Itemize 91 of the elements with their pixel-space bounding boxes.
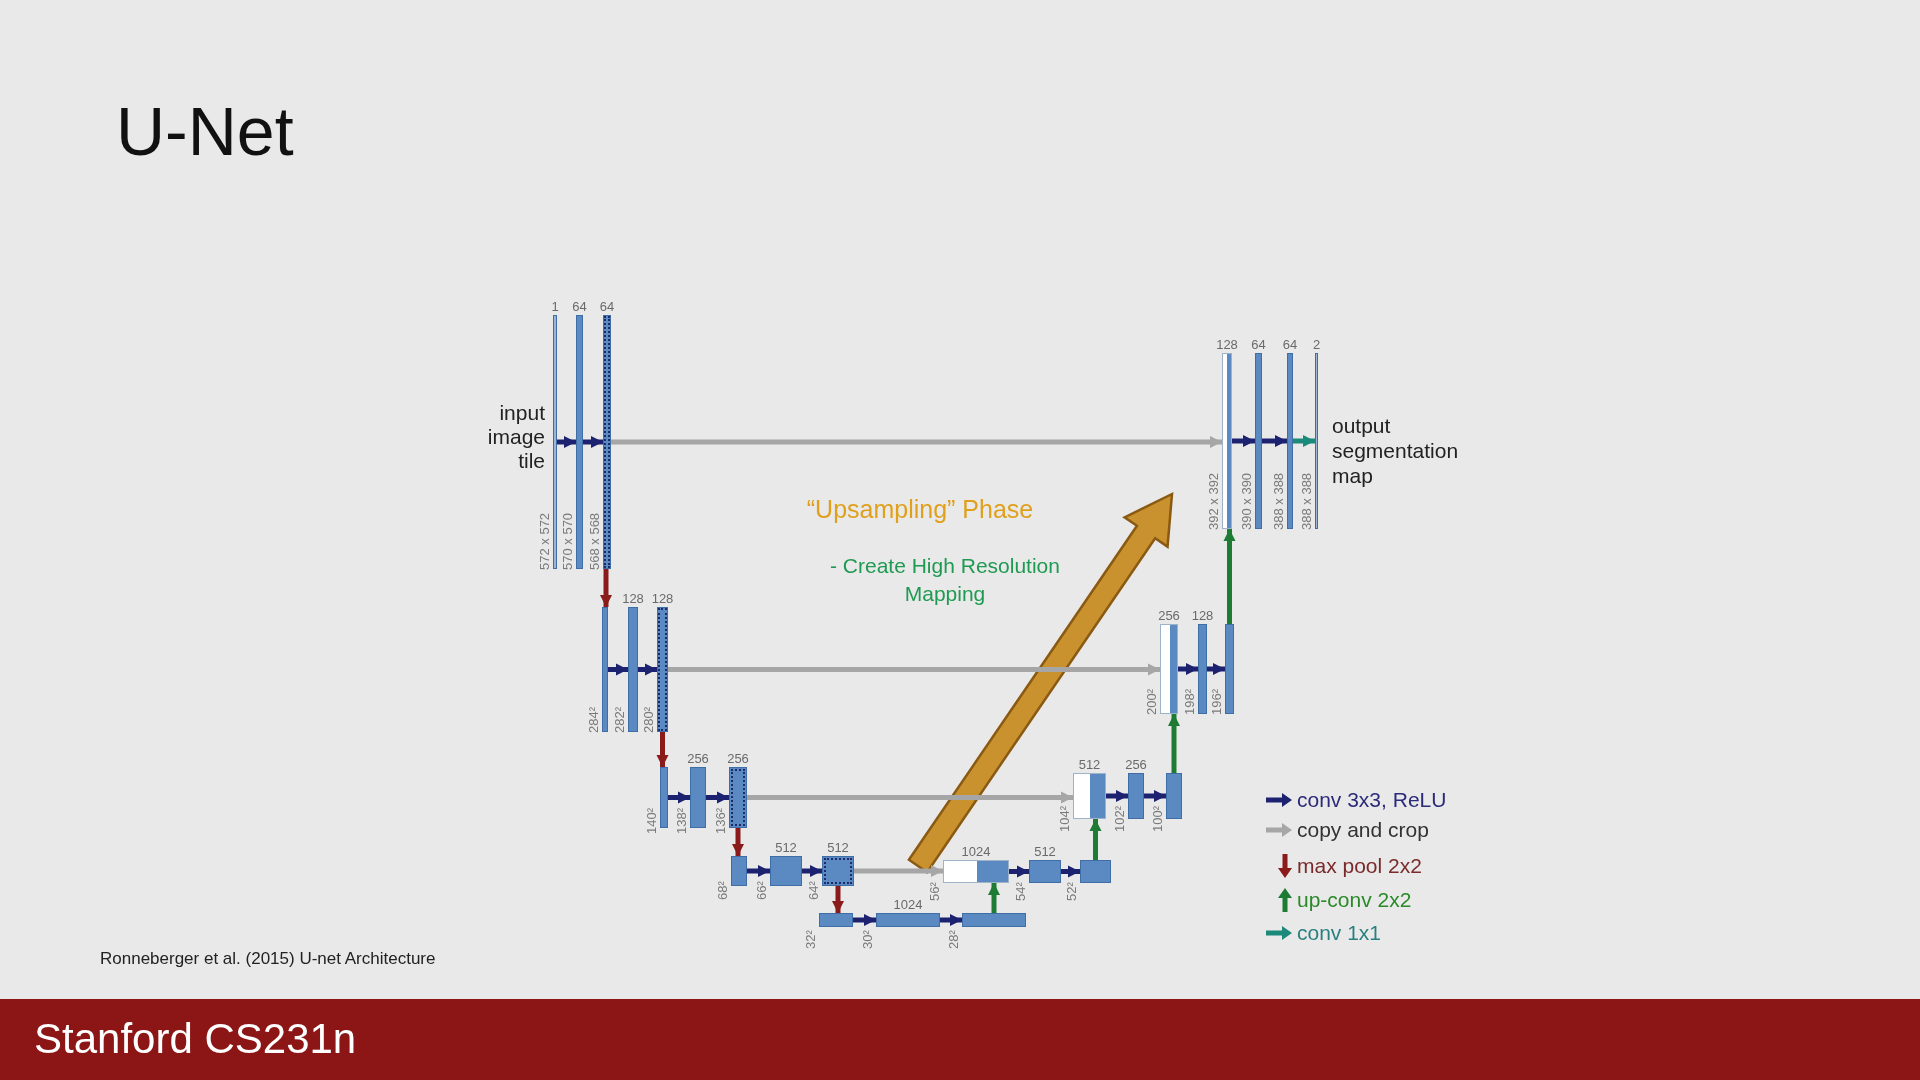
size-label: 138² xyxy=(675,807,689,834)
arrow xyxy=(747,791,1073,804)
size-label: 52² xyxy=(1065,881,1079,901)
size-label: 64² xyxy=(807,881,821,900)
size-label: 56² xyxy=(928,881,942,901)
channel-count: 64 xyxy=(599,300,615,314)
size-label: 140² xyxy=(645,807,659,834)
size-label: 54² xyxy=(1014,881,1028,901)
channel-count: 1024 xyxy=(893,898,923,912)
phase-heading: “Upsampling” Phase xyxy=(805,494,1035,524)
arrow xyxy=(600,569,612,607)
arrow xyxy=(1106,790,1128,802)
arrow xyxy=(638,663,657,676)
channel-count: 256 xyxy=(727,752,749,766)
size-label: 568 x 568 xyxy=(588,512,602,570)
channel-count: 128 xyxy=(651,592,674,606)
input-label: input image tile xyxy=(486,401,545,473)
size-label: 392 x 392 xyxy=(1207,472,1221,530)
size-label: 28² xyxy=(947,930,961,949)
arrow xyxy=(656,732,669,767)
arrow xyxy=(668,791,690,804)
size-label: 200² xyxy=(1145,688,1159,715)
size-label: 68² xyxy=(716,881,730,900)
channel-count: 512 xyxy=(1034,845,1056,859)
channel-count: 512 xyxy=(775,841,797,855)
size-label: 284² xyxy=(587,706,601,733)
arrow xyxy=(988,883,1000,913)
channel-count: 256 xyxy=(1125,758,1147,772)
arrow xyxy=(747,865,770,877)
size-label: 388 x 388 xyxy=(1272,472,1286,530)
arrow xyxy=(608,663,628,676)
channel-count: 128 xyxy=(622,592,644,606)
size-label: 280² xyxy=(642,706,656,733)
arrow xyxy=(1178,663,1198,675)
arrow xyxy=(854,865,943,877)
size-label: 30² xyxy=(861,930,875,949)
channel-count: 512 xyxy=(1078,758,1101,772)
size-label: 66² xyxy=(755,881,769,900)
arrow xyxy=(1168,714,1180,773)
size-label: 100² xyxy=(1151,805,1165,832)
channel-count: 64 xyxy=(1251,338,1266,352)
channel-count: 64 xyxy=(1282,338,1298,352)
size-label: 572 x 572 xyxy=(538,512,552,570)
legend-label: max pool 2x2 xyxy=(1297,853,1422,879)
channel-count: 64 xyxy=(572,300,587,314)
legend-label: conv 3x3, ReLU xyxy=(1297,787,1447,813)
legend-label: conv 1x1 xyxy=(1297,920,1382,946)
size-label: 282² xyxy=(613,706,627,733)
size-label: 388 x 388 xyxy=(1300,472,1314,530)
arrow xyxy=(1089,819,1102,860)
arrow xyxy=(1009,865,1029,878)
arrow xyxy=(1207,663,1225,675)
legend-label: copy and crop xyxy=(1297,817,1429,843)
size-label: 570 x 570 xyxy=(561,512,575,570)
size-label: 32² xyxy=(804,930,818,949)
arrow xyxy=(668,663,1160,676)
size-label: 104² xyxy=(1058,805,1072,832)
arrow xyxy=(1144,790,1166,802)
legend-label: up-conv 2x2 xyxy=(1297,887,1412,913)
output-label: output segmentation map xyxy=(1332,413,1460,488)
channel-count: 256 xyxy=(687,752,709,766)
channel-count: 256 xyxy=(1158,609,1180,623)
arrow xyxy=(1061,865,1080,878)
arrow xyxy=(1223,529,1236,624)
arrow xyxy=(1262,435,1287,447)
size-label: 390 x 390 xyxy=(1240,472,1254,530)
size-label: 102² xyxy=(1113,805,1127,832)
channel-count: 512 xyxy=(827,841,849,855)
channel-count: 128 xyxy=(1191,609,1214,623)
size-label: 198² xyxy=(1183,688,1197,715)
channel-count: 1 xyxy=(551,300,559,314)
arrow xyxy=(940,914,962,926)
course-title: Stanford CS231n xyxy=(34,1014,358,1064)
arrow xyxy=(832,886,844,913)
arrow xyxy=(583,436,603,448)
size-label: 136² xyxy=(714,807,728,834)
size-label: 196² xyxy=(1210,688,1224,715)
arrow xyxy=(732,828,744,856)
phase-note: - Create High Resolution Mapping xyxy=(829,553,1061,607)
arrow xyxy=(1232,435,1255,447)
channel-count: 128 xyxy=(1216,338,1238,352)
channel-count: 1024 xyxy=(961,845,991,859)
slide-title: U-Net xyxy=(116,92,294,170)
arrow xyxy=(853,914,876,926)
citation: Ronneberger et al. (2015) U-net Architecture xyxy=(100,949,437,969)
channel-count: 2 xyxy=(1312,338,1321,352)
arrow xyxy=(611,436,1222,448)
arrow xyxy=(706,791,729,804)
arrow xyxy=(1293,435,1315,447)
arrow xyxy=(557,436,576,448)
arrow xyxy=(802,865,822,877)
